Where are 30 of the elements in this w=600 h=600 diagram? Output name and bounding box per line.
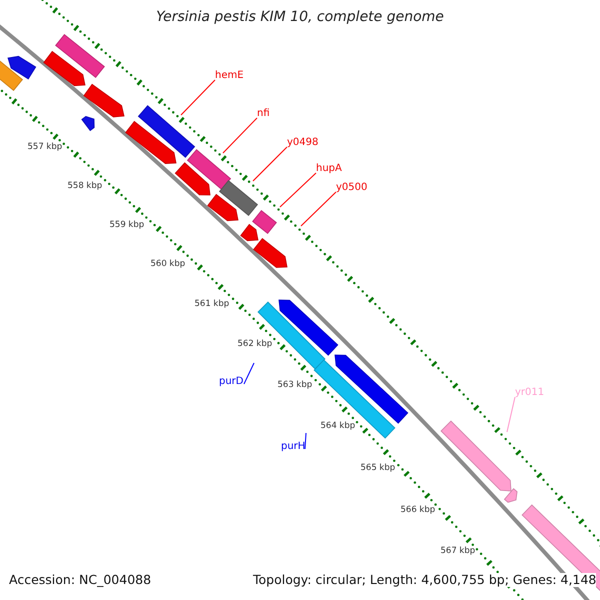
gene-label: purH xyxy=(281,441,306,452)
gene-label: hemE xyxy=(215,70,244,82)
footer-text: Topology: circular; Length: 4,600,755 bp; Genes: 4,148 xyxy=(253,573,596,588)
gene-label: purD xyxy=(219,376,244,388)
leader-line xyxy=(222,118,258,154)
scale-label: 560 kbp xyxy=(150,260,186,270)
scale-label: 562 kbp xyxy=(238,340,272,350)
scale-label: 567 kbp xyxy=(440,547,476,557)
leader-line xyxy=(300,192,336,226)
leader-line xyxy=(280,172,316,208)
scale-label: 563 kbp xyxy=(278,381,312,391)
scale-label: 561 kbp xyxy=(194,300,230,310)
scale-label: 557 kbp xyxy=(28,143,62,153)
scale-label: 565 kbp xyxy=(360,464,396,474)
gene-label: hupA xyxy=(316,163,342,174)
title: Yersinia pestis KIM 10, complete genome xyxy=(155,9,445,26)
scale-label: 558 kbp xyxy=(68,182,102,192)
gene-label: yr011 xyxy=(515,387,544,398)
scale-label: 564 kbp xyxy=(320,422,356,432)
leader-line xyxy=(506,396,516,432)
leader-line xyxy=(244,362,254,384)
leader-line xyxy=(180,80,216,116)
gene-label: y0500 xyxy=(336,182,368,194)
gene-label: y0498 xyxy=(287,137,318,148)
scale-label: 566 kbp xyxy=(400,506,436,516)
gene-label: nfi xyxy=(257,108,270,120)
footer-text: Accession: NC_004088 xyxy=(9,573,152,588)
leader-line xyxy=(252,146,288,182)
scale-label: 559 kbp xyxy=(110,221,144,231)
leader-line xyxy=(304,432,306,450)
